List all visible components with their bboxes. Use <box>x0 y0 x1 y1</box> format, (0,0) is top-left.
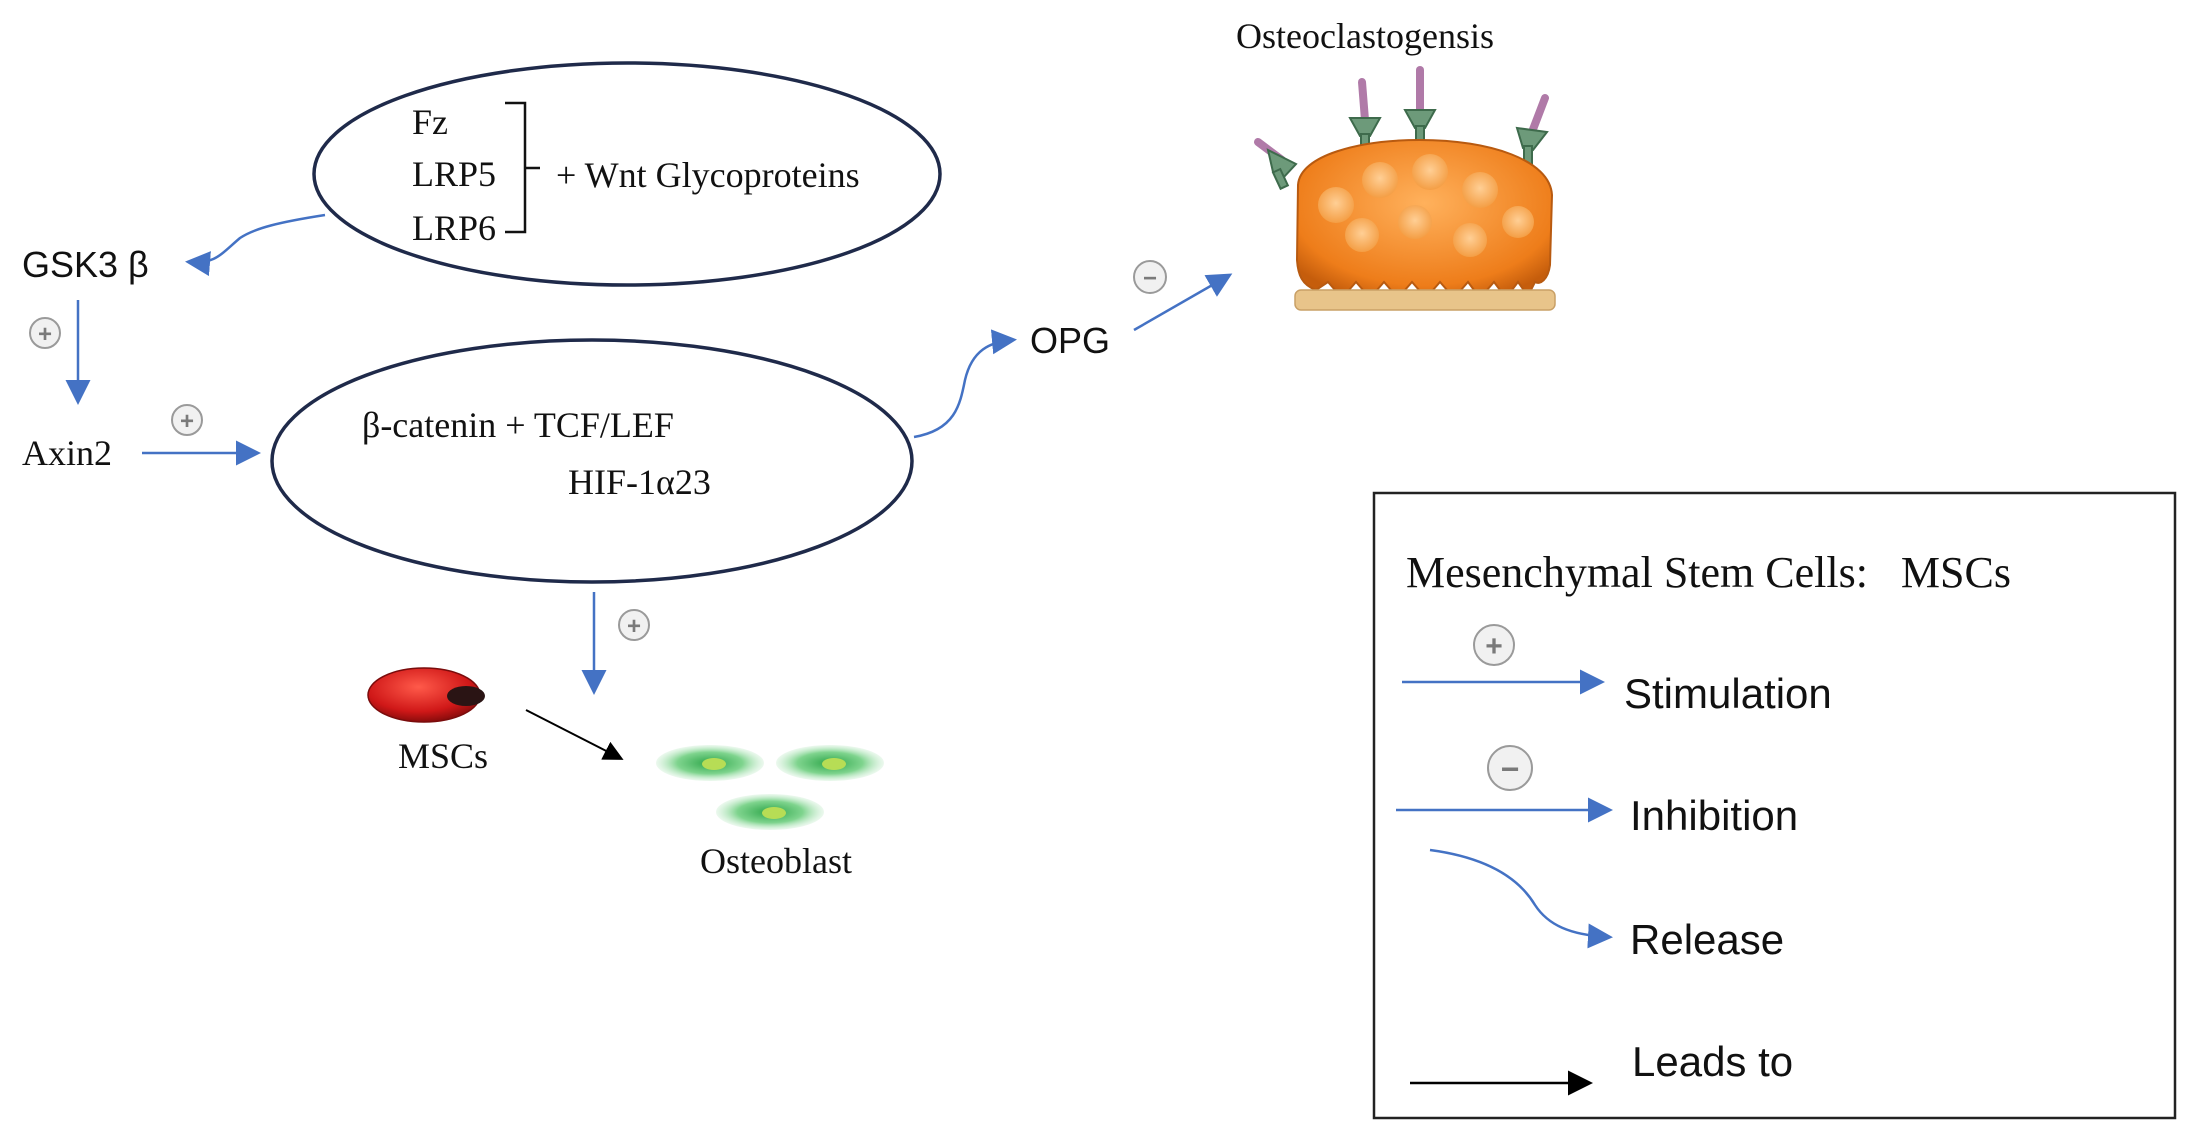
osteoclast-icon <box>1254 66 1556 311</box>
legend-title: Mesenchymal Stem Cells: MSCs <box>1406 548 2011 597</box>
leads-to-arrow-msc-osteoblast <box>525 709 624 760</box>
hif-label: HIF-1α23 <box>568 462 711 502</box>
legend-minus-sign: − <box>1487 745 1533 791</box>
axin2-label: Axin2 <box>22 433 112 473</box>
wnt-glycoproteins-label: + Wnt Glycoproteins <box>556 155 860 195</box>
svg-text:−: − <box>1143 265 1157 292</box>
legend-box <box>1372 491 2177 1120</box>
legend-plus-sign: + <box>1473 624 1515 666</box>
receptor-complex-ellipse <box>312 61 942 287</box>
plus-sign-axin2-catenin: + <box>171 404 203 436</box>
svg-text:+: + <box>1485 630 1503 663</box>
gsk3b-label: GSK3 β <box>22 244 149 285</box>
release-arrow-to-gsk3b <box>185 213 326 277</box>
minus-sign-opg-osteoclast: − <box>1133 260 1167 294</box>
legend-inhibition-label: Inhibition <box>1630 792 1798 839</box>
opg-label: OPG <box>1030 320 1110 361</box>
plus-sign-gsk3b-axin2: + <box>29 317 61 349</box>
legend-release-arrow <box>1429 848 1613 949</box>
svg-text:+: + <box>180 408 194 435</box>
fz-label: Fz <box>412 102 448 142</box>
catenin-tcf-lef-label: β-catenin + TCF/LEF <box>362 405 674 445</box>
msc-cell-icon <box>367 667 485 723</box>
legend-stimulation-label: Stimulation <box>1624 670 1832 717</box>
osteoblast-label: Osteoblast <box>700 841 852 881</box>
svg-text:+: + <box>38 321 52 348</box>
receptor-bracket <box>505 101 540 234</box>
lrp5-label: LRP5 <box>412 154 496 194</box>
mscs-label: MSCs <box>398 736 488 776</box>
catenin-complex-ellipse <box>270 338 914 584</box>
release-arrow-to-opg <box>913 329 1017 439</box>
plus-sign-catenin-osteoblast: + <box>618 609 650 641</box>
osteoblast-cells-icon <box>656 745 884 830</box>
lrp6-label: LRP6 <box>412 208 496 248</box>
legend-leads-to-label: Leads to <box>1632 1038 1793 1085</box>
svg-text:−: − <box>1501 751 1520 787</box>
svg-text:+: + <box>627 613 641 640</box>
inhibition-arrow-opg-osteoclast <box>1133 273 1233 332</box>
legend: Mesenchymal Stem Cells: MSCs + Stimulati… <box>1372 491 2177 1120</box>
legend-release-label: Release <box>1630 916 1784 963</box>
osteoclastogenesis-label: Osteoclastogensis <box>1236 16 1494 56</box>
